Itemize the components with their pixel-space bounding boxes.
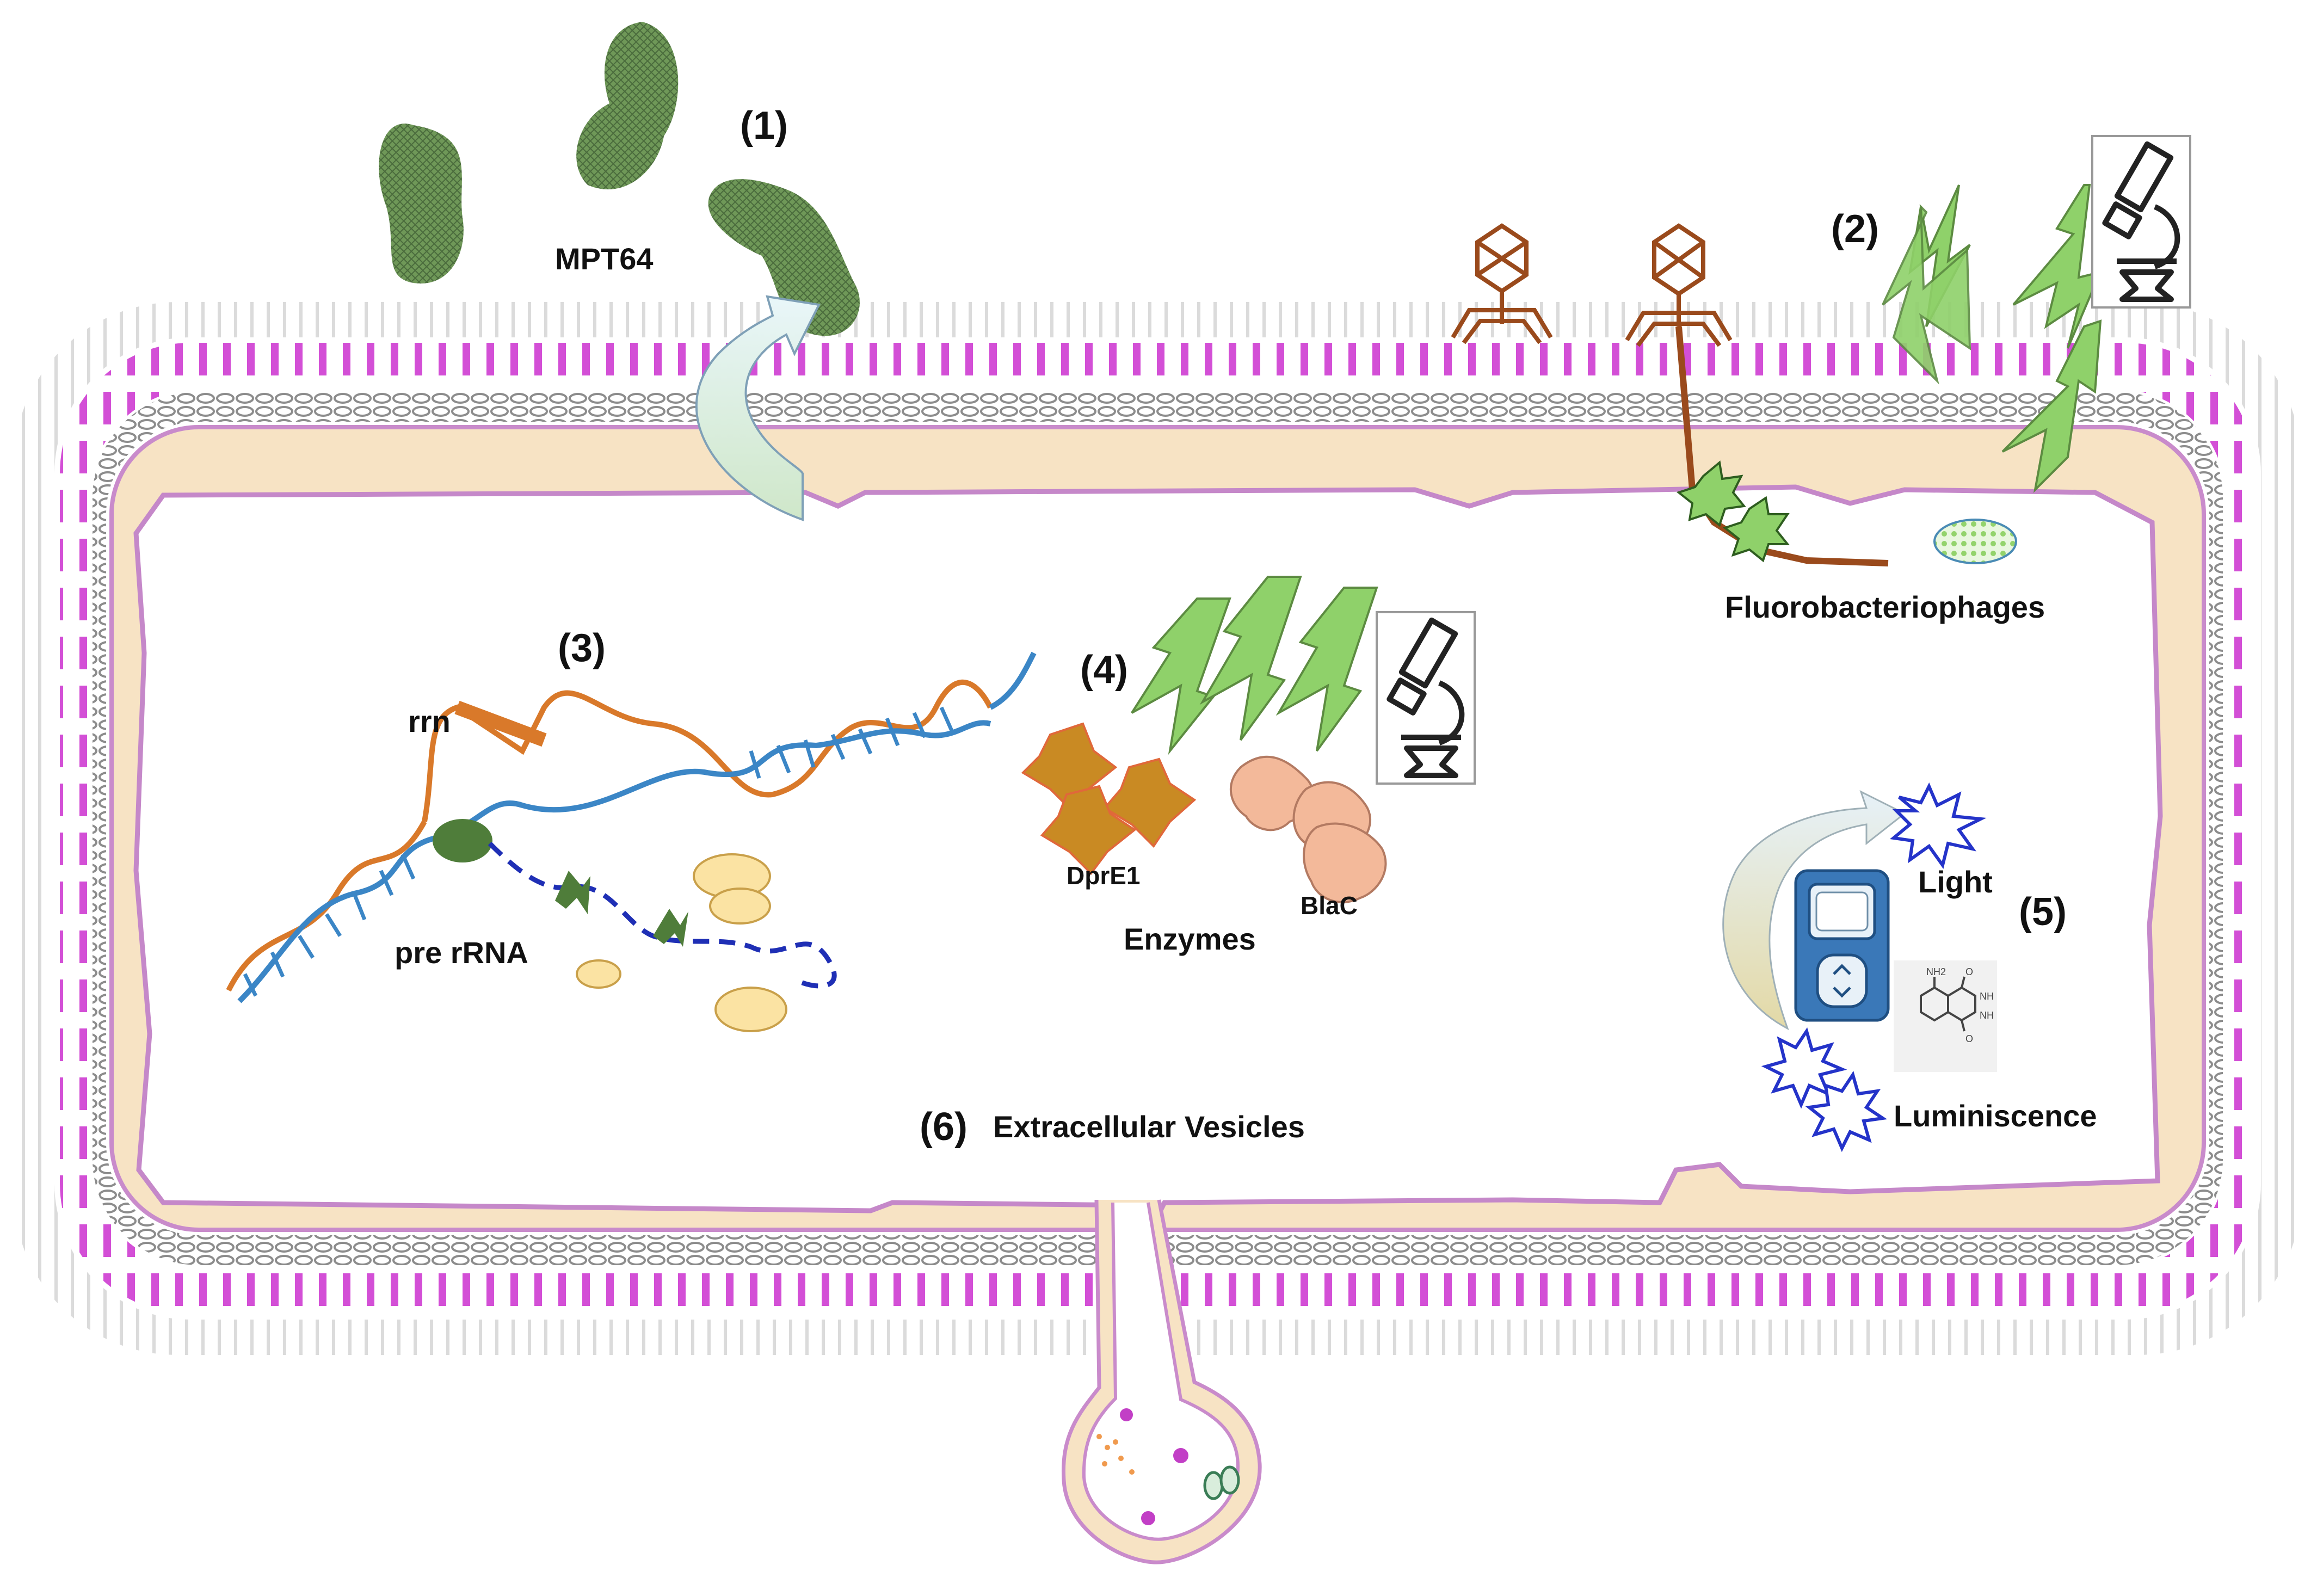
mpt64-proteins — [379, 22, 860, 521]
label-pre-rrna: pre rRNA — [395, 935, 528, 970]
rrn-operon — [226, 651, 1037, 1003]
label-3: (3) — [558, 626, 606, 670]
bacteriophage-icon — [1625, 223, 1889, 566]
svg-text:NH: NH — [1980, 1010, 1994, 1021]
label-light: Light — [1918, 865, 1993, 899]
fluorescence-bolt-icon — [1882, 184, 2103, 493]
fluorescent-protein — [1722, 496, 1790, 563]
label-4: (4) — [1080, 648, 1128, 692]
svg-text:O: O — [1965, 966, 1973, 977]
label-mpt64: MPT64 — [555, 242, 654, 276]
light-star-icon — [1805, 1070, 1888, 1153]
label-fluorobacteriophages: Fluorobacteriophages — [1725, 590, 2045, 624]
cytoplasm — [133, 484, 2163, 1223]
label-2: (2) — [1831, 207, 1879, 251]
fluorescent-protein — [1676, 460, 1746, 527]
label-luminiscence: Luminiscence — [1894, 1099, 2097, 1133]
label-blac: BlaC — [1301, 891, 1358, 920]
luminometer-icon — [1794, 869, 1890, 1022]
fluorescent-cluster — [1933, 519, 2017, 564]
rrna-markers — [555, 871, 688, 947]
label-rrn: rrn — [408, 704, 451, 738]
curved-arrow-icon — [695, 295, 821, 521]
label-extracellular-vesicles: Extracellular Vesicles — [993, 1110, 1305, 1144]
label-5: (5) — [2019, 890, 2067, 934]
luminol-structure-icon: NH2 O NH NH O — [1894, 960, 1997, 1072]
label-6: (6) — [920, 1105, 968, 1149]
svg-text:NH: NH — [1980, 991, 1994, 1002]
rna-polymerase — [433, 819, 492, 862]
svg-text:NH2: NH2 — [1926, 966, 1946, 977]
dpre1-enzymes — [1021, 722, 1197, 876]
microscope-icon — [2091, 135, 2191, 309]
blac-enzymes — [1230, 755, 1387, 903]
label-dpre1: DprE1 — [1067, 861, 1140, 890]
extracellular-vesicle — [1061, 1199, 1262, 1564]
light-star-icon — [1889, 782, 1987, 870]
fluorescence-bolt-icon — [1131, 576, 1378, 755]
bacteriophage-icon — [1451, 223, 1553, 344]
label-1: (1) — [740, 104, 788, 147]
label-enzymes: Enzymes — [1124, 922, 1256, 956]
ribosomes — [576, 853, 787, 1032]
svg-text:O: O — [1965, 1033, 1973, 1044]
microscope-icon — [1376, 611, 1476, 785]
curved-arrow-icon — [1722, 790, 1906, 1031]
